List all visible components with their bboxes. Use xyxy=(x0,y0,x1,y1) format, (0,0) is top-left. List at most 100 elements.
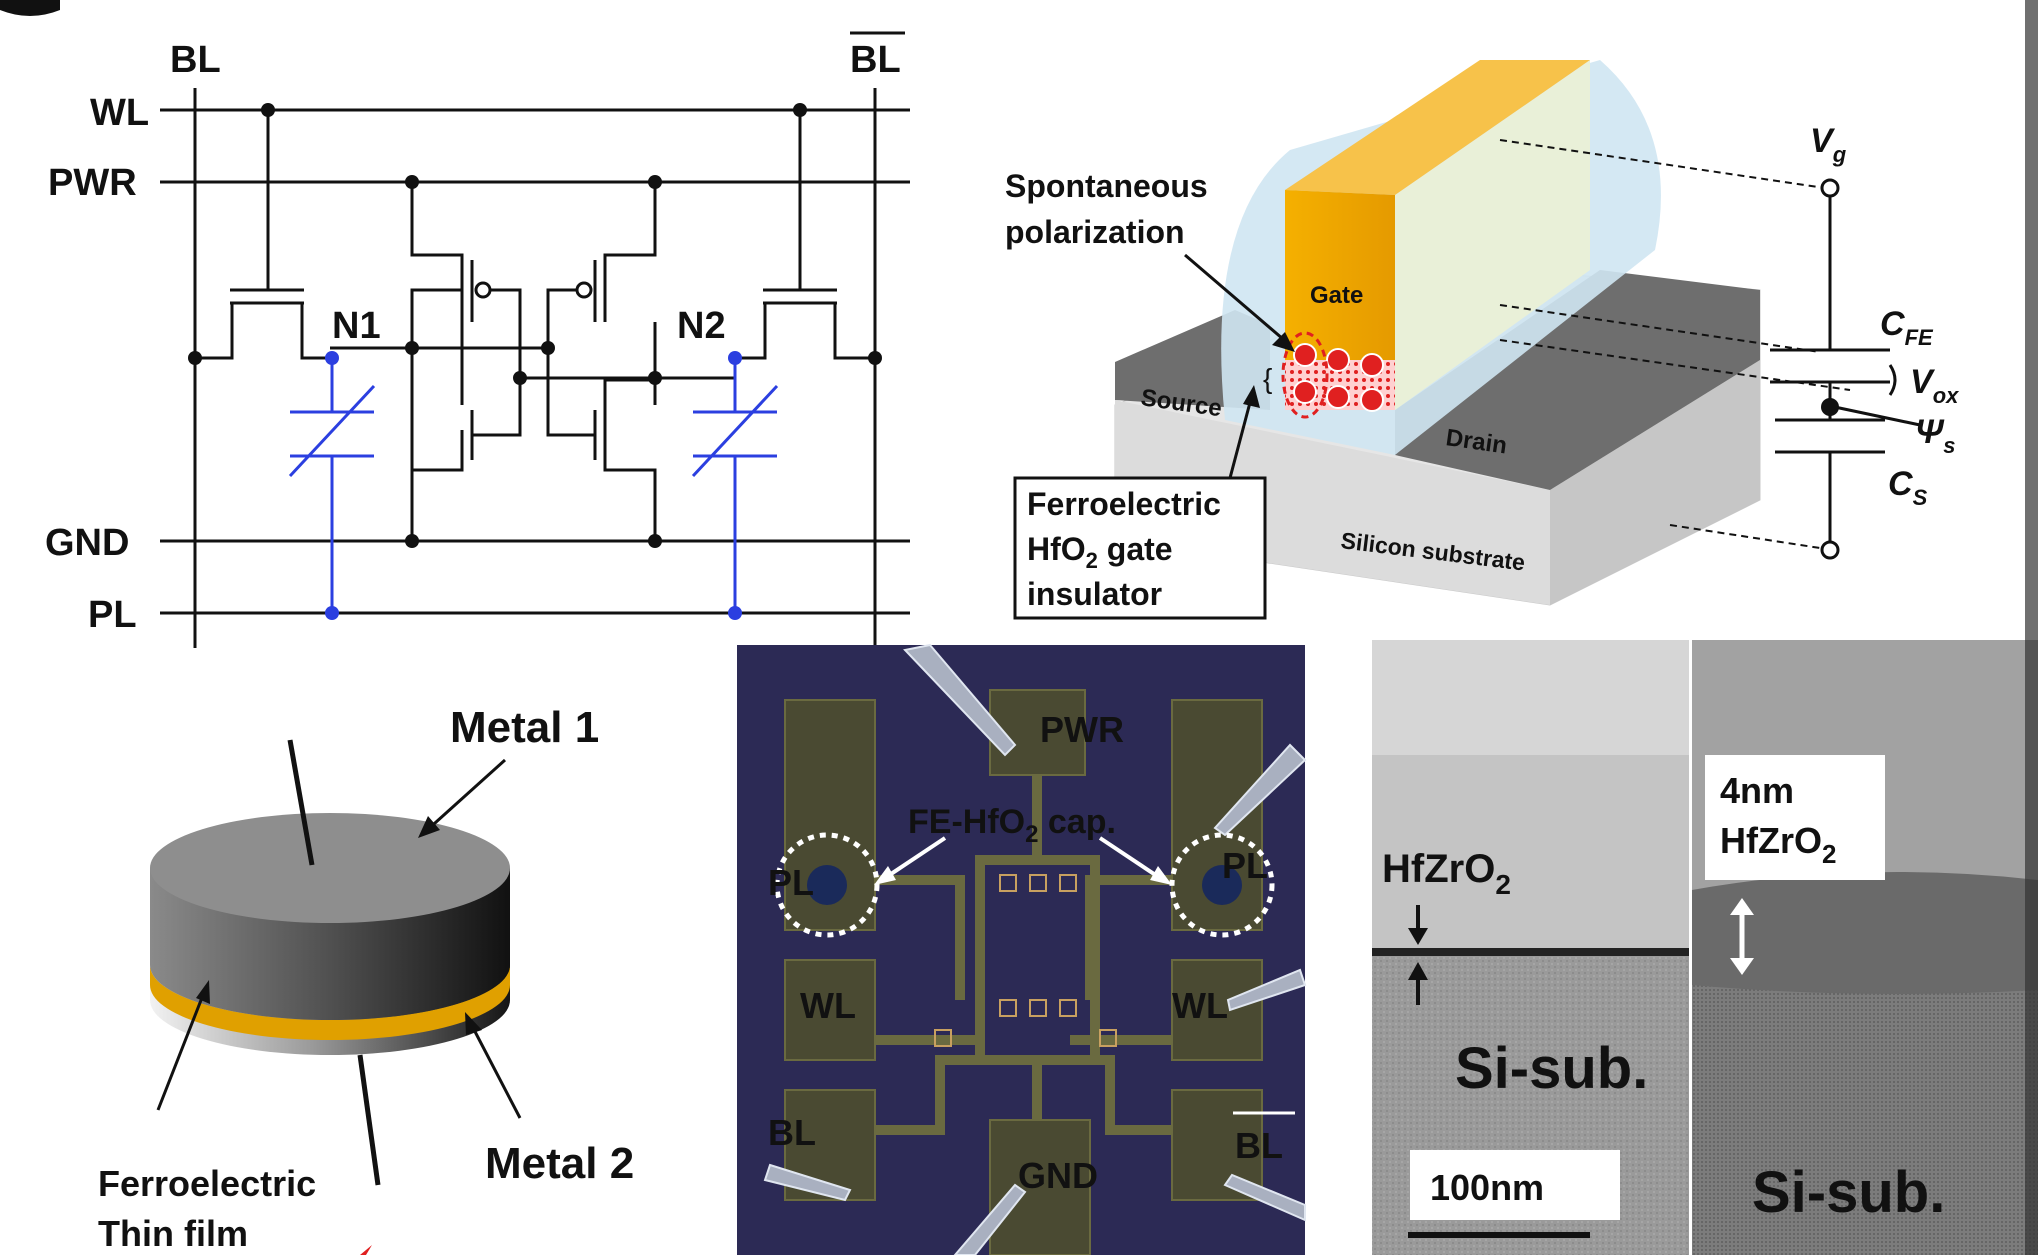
junction-dots xyxy=(188,103,882,620)
left-access-transistor xyxy=(195,110,330,360)
thickness-arrowhead-bottom xyxy=(1730,958,1754,975)
ground-terminal xyxy=(1820,540,1840,560)
fefet-panel: { Gate Source Drain Silicon substrate Sp… xyxy=(1005,60,1959,620)
tem-si-right-label: Si-sub. xyxy=(1752,1160,1945,1225)
chip-cap-label: FE-HfO2 cap. xyxy=(908,803,1116,848)
pl-right-cap xyxy=(1202,865,1242,905)
vox-label: Vox xyxy=(1910,363,1959,408)
cap-arrowhead-right xyxy=(1150,866,1172,885)
chip-pwr-label: PWR xyxy=(1040,709,1124,750)
tem-top-arrowhead xyxy=(1408,928,1428,945)
tem-panel: HfZrO2 Si-sub. 100nm 4nm HfZrO2 Si-sub. xyxy=(1372,0,2038,1255)
thickness-label-2: HfZrO2 xyxy=(1720,820,1836,869)
thickness-label-box xyxy=(1705,755,1885,880)
gnd-label: GND xyxy=(45,522,129,564)
spontaneous-label-2: polarization xyxy=(1005,214,1185,250)
chip-pl-right-label: PL xyxy=(1222,845,1268,886)
fe-insulator-arrow xyxy=(1228,394,1254,479)
pwr-label: PWR xyxy=(48,162,137,204)
chip-fine-features xyxy=(934,874,1117,1047)
bl-label: BL xyxy=(170,39,221,81)
spontaneous-label-1: Spontaneous xyxy=(1005,168,1208,204)
vg-label: Vg xyxy=(1810,122,1847,167)
gate-side-face xyxy=(1395,60,1590,410)
tem-left-hfzro-layer xyxy=(1372,948,1689,956)
gate-top xyxy=(1285,60,1590,195)
spontaneous-arrowhead xyxy=(1272,332,1295,352)
fe-insulator-arrowhead xyxy=(1243,385,1260,408)
scale-bar-box xyxy=(1410,1150,1620,1220)
right-edge-strip xyxy=(2025,0,2038,1255)
chip-wl-left-label: WL xyxy=(800,985,856,1026)
cfe-label: CFE xyxy=(1880,305,1934,350)
dipoles xyxy=(1293,343,1384,412)
bl-bar-label: BL xyxy=(850,39,901,81)
film-label-1: Ferroelectric xyxy=(98,1163,316,1204)
pl-left-circle xyxy=(774,832,880,938)
scale-bar-label: 100nm xyxy=(1430,1167,1544,1208)
n2-label: N2 xyxy=(677,305,726,347)
metal1-arrowhead xyxy=(418,816,440,838)
psi-label: Ψs xyxy=(1915,413,1955,458)
fe-insulator-line3: insulator xyxy=(1027,576,1162,612)
thickness-arrowhead-top xyxy=(1730,898,1754,915)
surface-node xyxy=(1821,398,1839,416)
vg-terminal xyxy=(1820,178,1840,198)
gate-label: Gate xyxy=(1310,282,1363,309)
chip-gnd-label: GND xyxy=(1018,1155,1098,1196)
fe-insulator-box xyxy=(1013,476,1267,620)
tem-hfzro-label: HfZrO2 xyxy=(1382,847,1511,900)
schematic-panel xyxy=(0,0,910,648)
tem-left-cap-layer xyxy=(1372,755,1689,950)
tem-left-vacuum xyxy=(1372,640,1689,755)
thickness-label-1: 4nm xyxy=(1720,770,1794,811)
cap-arrow-right xyxy=(1098,836,1162,880)
probe-needles xyxy=(763,643,1307,1255)
wl-label: WL xyxy=(90,92,149,134)
pl-label: PL xyxy=(88,594,137,636)
chip-traces xyxy=(875,775,1172,1135)
dipole-highlight xyxy=(1281,331,1329,419)
left-ferro-capacitor xyxy=(288,358,376,613)
tem-right-hfzro-band xyxy=(1692,872,2038,994)
right-access-transistor xyxy=(735,110,875,360)
metal2-label: Metal 2 xyxy=(485,1139,634,1188)
n1-label: N1 xyxy=(332,305,381,347)
pl-left-cap xyxy=(807,865,847,905)
capacitor-top-face xyxy=(150,813,510,923)
bottom-lead xyxy=(357,1054,381,1186)
tem-bottom-arrowhead xyxy=(1408,962,1428,980)
film-arrowhead xyxy=(196,980,210,1004)
micrograph-panel: PWR FE-HfO2 cap. PL PL WL WL BL BL GND xyxy=(737,643,1307,1255)
chip-wl-right-label: WL xyxy=(1172,985,1228,1026)
metal2-arrow xyxy=(468,1021,522,1119)
chip-bl-right-label: BL xyxy=(1235,1125,1283,1166)
red-mark xyxy=(360,1245,372,1255)
right-ferro-capacitor xyxy=(691,358,779,613)
cross-coupling xyxy=(330,346,735,405)
ferro-brace: { xyxy=(1263,363,1272,394)
cap-arrow-left xyxy=(883,836,947,880)
left-inverter xyxy=(410,182,522,541)
tem-si-left-label: Si-sub. xyxy=(1455,1036,1648,1101)
substrate-side xyxy=(1550,360,1760,605)
film-label-2: Thin film xyxy=(98,1213,248,1254)
micrograph-labels: PWR FE-HfO2 cap. PL PL WL WL BL BL GND xyxy=(768,709,1295,1196)
cs-label: CS xyxy=(1888,465,1928,510)
metal1-arrow xyxy=(423,758,507,834)
right-inverter xyxy=(546,182,657,541)
drain-region xyxy=(1395,270,1760,490)
title-fragment xyxy=(0,0,60,16)
fe-insulator-line1: Ferroelectric xyxy=(1027,486,1221,522)
top-lead xyxy=(287,739,315,866)
ferro-film-band xyxy=(150,965,510,1040)
film-arrow xyxy=(156,989,207,1111)
chip-pl-left-label: PL xyxy=(768,862,814,903)
chip-bl-left-label: BL xyxy=(768,1112,816,1153)
fe-insulator-line2: HfO2 gate xyxy=(1027,531,1173,573)
metal2-arrowhead xyxy=(465,1012,482,1035)
cap-arrowhead-left xyxy=(874,866,896,885)
metal1-label: Metal 1 xyxy=(450,703,599,752)
